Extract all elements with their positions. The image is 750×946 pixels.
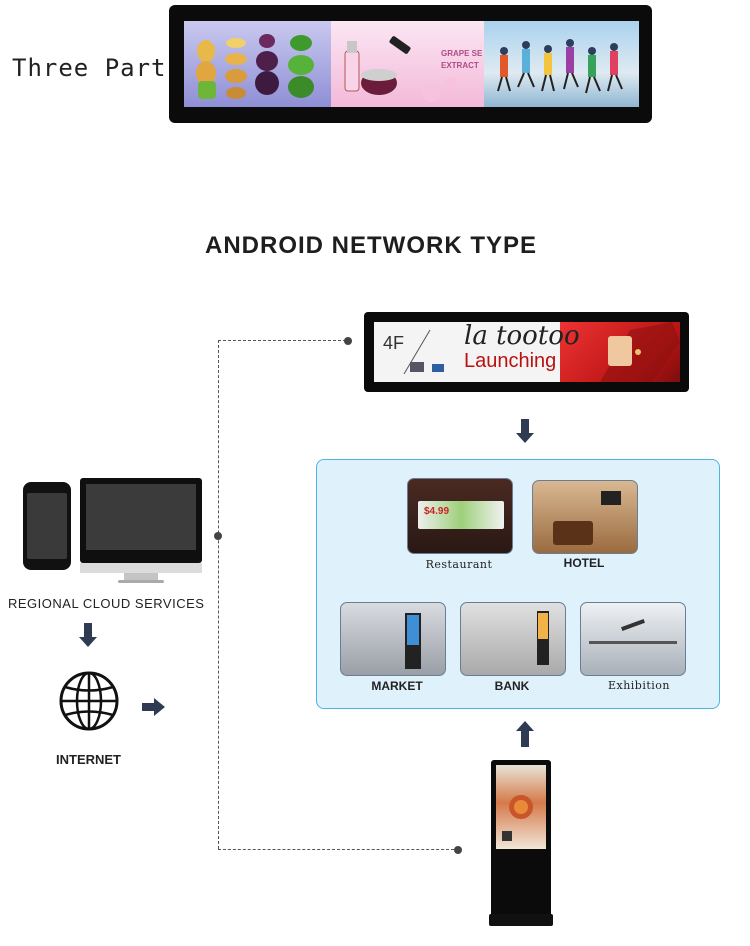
floor-divider-icon	[403, 329, 444, 375]
market-image	[340, 602, 446, 676]
connector-vertical	[218, 340, 219, 849]
connector-dot-top	[344, 337, 352, 345]
phone-screen	[27, 493, 67, 559]
venue-label-exhibition: Exhibition	[607, 679, 671, 692]
floor-label: 4F	[383, 333, 405, 353]
exhibition-image	[580, 602, 686, 676]
connector-bottom-horizontal	[218, 849, 454, 850]
sports-illustration	[497, 39, 623, 94]
vegetables-illustration	[196, 34, 314, 99]
desktop-stand	[124, 573, 158, 583]
connector-dot-middle	[214, 532, 222, 540]
desktop-foot	[118, 580, 164, 583]
venue-label-bank: BANK	[494, 679, 530, 693]
cloud-services-label: REGIONAL CLOUD SERVICES	[8, 596, 205, 611]
diagram-title: ANDROID NETWORK TYPE	[205, 232, 537, 259]
three-parts-label: Three Parts	[12, 54, 182, 82]
connector-top-horizontal	[218, 340, 346, 341]
bar-display-red-panel	[560, 322, 680, 382]
arrow-up-icon	[516, 721, 534, 747]
connector-dot-bottom	[454, 846, 462, 854]
launching-label: Launching	[464, 350, 557, 372]
kiosk-food-illustration	[502, 795, 533, 841]
arrow-down-icon	[516, 419, 534, 443]
handbag-illustration	[600, 322, 680, 382]
kiosk-screen	[496, 765, 546, 849]
brand-name: la tootoo	[464, 321, 580, 351]
venue-label-restaurant: Restaurant	[425, 558, 493, 571]
venue-label-hotel: HOTEL	[563, 556, 605, 570]
hotel-image	[532, 480, 638, 554]
kiosk-base	[489, 914, 553, 926]
cosmetics-ad-text-1: GRAPE SE	[441, 49, 483, 58]
desktop-screen	[86, 484, 196, 550]
cosmetics-illustration	[344, 36, 457, 102]
bank-image	[460, 602, 566, 676]
desktop-chin	[80, 563, 202, 573]
sports-ad-segment	[484, 21, 639, 107]
internet-label: INTERNET	[56, 752, 121, 767]
restaurant-image: $4.99	[407, 478, 513, 554]
arrow-right-icon	[142, 698, 165, 716]
globe-icon	[59, 671, 119, 731]
arrow-down-icon	[79, 623, 97, 647]
cosmetics-ad-segment: GRAPE SE EXTRACT	[331, 21, 484, 107]
vegetables-ad-segment	[184, 21, 331, 107]
cosmetics-ad-text-2: EXTRACT	[441, 61, 479, 70]
restaurant-price-tag: $4.99	[424, 506, 450, 517]
venue-label-market: MARKET	[371, 679, 423, 693]
